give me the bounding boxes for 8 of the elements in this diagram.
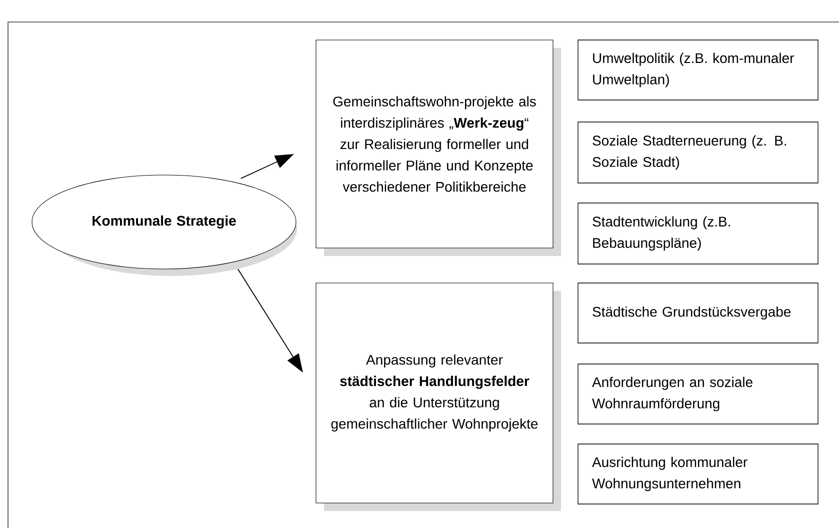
topic-box: Anforderungen an soziale Wohnraumförderung	[578, 364, 818, 424]
topic-box: Ausrichtung kommunaler Wohnungsunternehmen	[578, 444, 818, 504]
topic-box: Umweltpolitik (z.B. kom-munaler Umweltplan)	[578, 40, 818, 100]
main-box: Gemeinschaftswohn-projekte als interdisziplinäres „Werk-zeug“ zur Realisierung formeller und informeller Pläne und Konzepte verschiedener Politikbereiche	[316, 40, 554, 248]
main-box: Anpassung relevanter städtischer Handlungsfelder an die Unterstützung gemeinschaftlicher Wohnprojekte	[316, 282, 554, 504]
topic-box: Städtische Grundstücksvergabe	[578, 282, 818, 344]
topic-box: Soziale Stadterneuerung (z. B. Soziale Stadt)	[578, 122, 818, 184]
topic-box: Stadtentwicklung (z.B. Bebauungspläne)	[578, 202, 818, 264]
